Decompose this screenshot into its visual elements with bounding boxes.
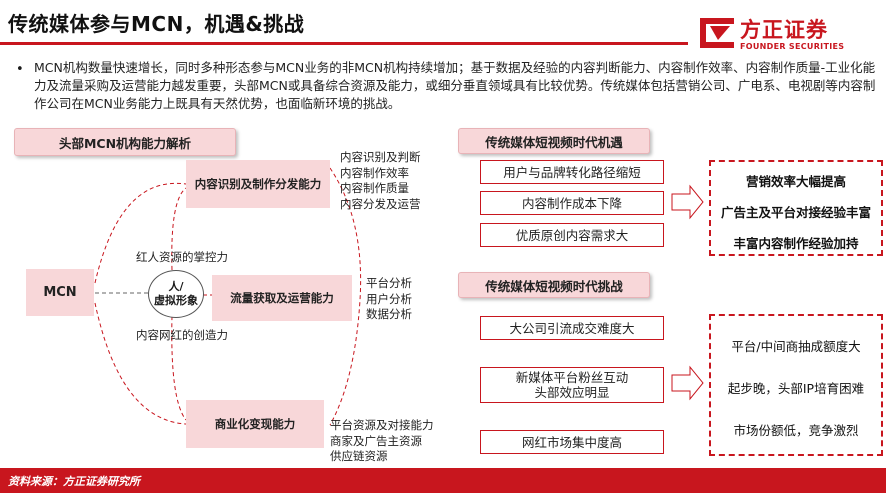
intro-paragraph: MCN机构数量快速增长，同时多种形态参与MCN业务的非MCN机构持续增加；基于数… (34, 60, 876, 111)
detail-item: 商家及广告主资源 (330, 433, 422, 448)
mcn-node: MCN (26, 269, 94, 316)
lower-edge-label: 内容网红的创造力 (136, 328, 228, 342)
opportunity-item: 优质原创内容需求大 (480, 223, 664, 247)
detail-item: 内容制作质量 (340, 181, 409, 195)
capability-traffic-details: 平台分析 用户分析 数据分析 (366, 276, 412, 323)
challenges-heading: 传统媒体短视频时代挑战 (458, 272, 650, 298)
opportunity-item: 用户与品牌转化路径缩短 (480, 160, 664, 184)
result-item: 平台/中间商抽成额度大 (731, 339, 861, 354)
title-divider (0, 42, 688, 45)
detail-item: 数据分析 (366, 307, 412, 321)
capability-content: 内容识别及制作分发能力 (186, 160, 330, 208)
result-item: 广告主及平台对接经验丰富 (720, 205, 871, 220)
detail-item: 平台资源及对接能力 (330, 418, 434, 432)
persona-line2: 虚拟形象 (154, 294, 198, 307)
capability-monetization: 商业化变现能力 (186, 400, 324, 448)
founder-logo-icon (700, 18, 734, 48)
challenge-results: 平台/中间商抽成额度大 起步晚，头部IP培育困难 市场份额低，竞争激烈 (709, 314, 883, 456)
result-item: 起步晚，头部IP培育困难 (727, 381, 865, 396)
capability-content-details: 内容识别及判断 内容制作效率 内容制作质量 内容分发及运营 (340, 150, 421, 212)
challenge-item: 网红市场集中度高 (480, 430, 664, 454)
result-item: 市场份额低，竞争激烈 (733, 423, 859, 438)
opportunity-results: 营销效率大幅提高 广告主及平台对接经验丰富 丰富内容制作经验加持 (709, 160, 883, 256)
detail-item: 供应链资源 (330, 449, 388, 463)
capability-monetization-details: 平台资源及对接能力 商家及广告主资源 供应链资源 (330, 418, 434, 465)
opportunity-item: 内容制作成本下降 (480, 191, 664, 215)
logo-chinese: 方正证券 (740, 18, 828, 42)
upper-edge-label: 红人资源的掌控力 (136, 250, 228, 264)
detail-item: 内容制作效率 (340, 165, 409, 180)
result-item: 丰富内容制作经验加持 (733, 236, 859, 251)
challenge-item-line: 头部效应明显 (534, 385, 610, 400)
source-note: 资料来源：方正证券研究所 (8, 475, 140, 488)
page-title: 传统媒体参与MCN，机遇&挑战 (8, 12, 305, 36)
footer-bar (0, 468, 886, 493)
detail-item: 内容识别及判断 (340, 150, 421, 164)
capability-traffic: 流量获取及运营能力 (212, 275, 352, 321)
capability-heading: 头部MCN机构能力解析 (14, 128, 236, 156)
result-item: 营销效率大幅提高 (745, 174, 846, 189)
challenge-item-line: 新媒体平台粉丝互动 (515, 370, 629, 385)
intro-bullet: • (16, 62, 24, 77)
challenge-item: 新媒体平台粉丝互动 头部效应明显 (480, 367, 664, 403)
persona-node: 人/ 虚拟形象 (148, 270, 204, 318)
detail-item: 用户分析 (366, 291, 412, 306)
challenge-item: 大公司引流成交难度大 (480, 316, 664, 340)
persona-line1: 人/ (168, 280, 184, 293)
detail-item: 内容分发及运营 (340, 196, 421, 211)
logo-english: FOUNDER SECURITIES (740, 42, 845, 51)
detail-item: 平台分析 (366, 276, 412, 290)
opportunities-heading: 传统媒体短视频时代机遇 (458, 128, 650, 154)
